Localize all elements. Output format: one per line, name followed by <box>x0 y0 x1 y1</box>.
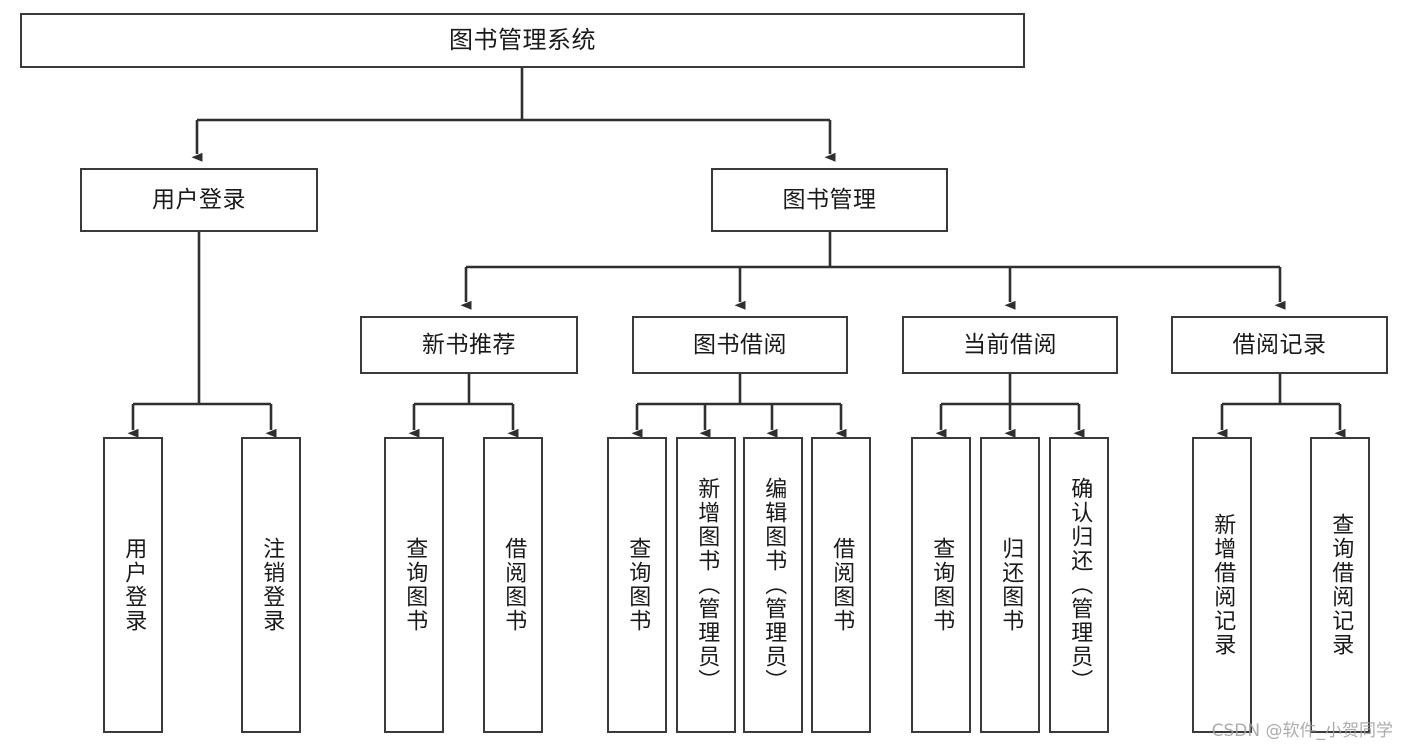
node-new-book-recommend-label: 新书推荐 <box>422 331 516 358</box>
node-new-book-recommend[interactable]: 新书推荐 <box>360 316 578 374</box>
leaf-borrow-book-3[interactable]: 借阅图书 <box>811 437 871 733</box>
leaf-borrow-book-0-label: 查询图书 <box>625 537 651 633</box>
leaf-new-book-0[interactable]: 查询图书 <box>384 437 444 733</box>
leaf-borrow-book-2-label: 编辑图书（管理员） <box>761 477 787 693</box>
leaf-borrow-book-2[interactable]: 编辑图书（管理员） <box>743 437 803 733</box>
node-user-login-label: 用户登录 <box>152 186 246 213</box>
leaf-borrow-book-0[interactable]: 查询图书 <box>607 437 667 733</box>
leaf-user-login-0-label: 用户登录 <box>121 537 147 633</box>
leaf-borrow-book-1[interactable]: 新增图书（管理员） <box>676 437 736 733</box>
node-current-borrow-label: 当前借阅 <box>963 331 1057 358</box>
leaf-current-borrow-0-label: 查询图书 <box>929 537 955 633</box>
leaf-current-borrow-2-label: 确认归还（管理员） <box>1067 477 1093 693</box>
leaf-borrow-record-0[interactable]: 新增借阅记录 <box>1192 437 1252 733</box>
leaf-new-book-1-label: 借阅图书 <box>501 537 527 633</box>
node-book-manage-label: 图书管理 <box>782 186 877 213</box>
leaf-user-login-0[interactable]: 用户登录 <box>103 437 163 733</box>
leaf-current-borrow-0[interactable]: 查询图书 <box>911 437 971 733</box>
leaf-new-book-1[interactable]: 借阅图书 <box>483 437 543 733</box>
node-book-borrow-label: 图书借阅 <box>693 331 787 358</box>
leaf-new-book-0-label: 查询图书 <box>402 537 428 633</box>
leaf-borrow-record-1-label: 查询借阅记录 <box>1328 513 1354 657</box>
node-book-manage[interactable]: 图书管理 <box>711 168 948 232</box>
node-root-system-label: 图书管理系统 <box>449 25 596 54</box>
node-borrow-record[interactable]: 借阅记录 <box>1171 316 1388 374</box>
leaf-user-login-1-label: 注销登录 <box>259 537 285 633</box>
leaf-current-borrow-2[interactable]: 确认归还（管理员） <box>1049 437 1109 733</box>
node-user-login[interactable]: 用户登录 <box>80 168 318 232</box>
csdn-watermark: CSDN @软件_小贺同学 <box>1211 721 1393 741</box>
leaf-borrow-record-0-label: 新增借阅记录 <box>1210 513 1236 657</box>
leaf-borrow-book-1-label: 新增图书（管理员） <box>694 477 720 693</box>
leaf-current-borrow-1-label: 归还图书 <box>998 537 1024 633</box>
leaf-current-borrow-1[interactable]: 归还图书 <box>980 437 1040 733</box>
node-book-borrow[interactable]: 图书借阅 <box>632 316 848 374</box>
leaf-borrow-book-3-label: 借阅图书 <box>829 537 855 633</box>
leaf-user-login-1[interactable]: 注销登录 <box>241 437 301 733</box>
leaf-borrow-record-1[interactable]: 查询借阅记录 <box>1310 437 1370 733</box>
node-root-system[interactable]: 图书管理系统 <box>20 13 1025 68</box>
node-borrow-record-label: 借阅记录 <box>1232 331 1327 358</box>
node-current-borrow[interactable]: 当前借阅 <box>902 316 1118 374</box>
